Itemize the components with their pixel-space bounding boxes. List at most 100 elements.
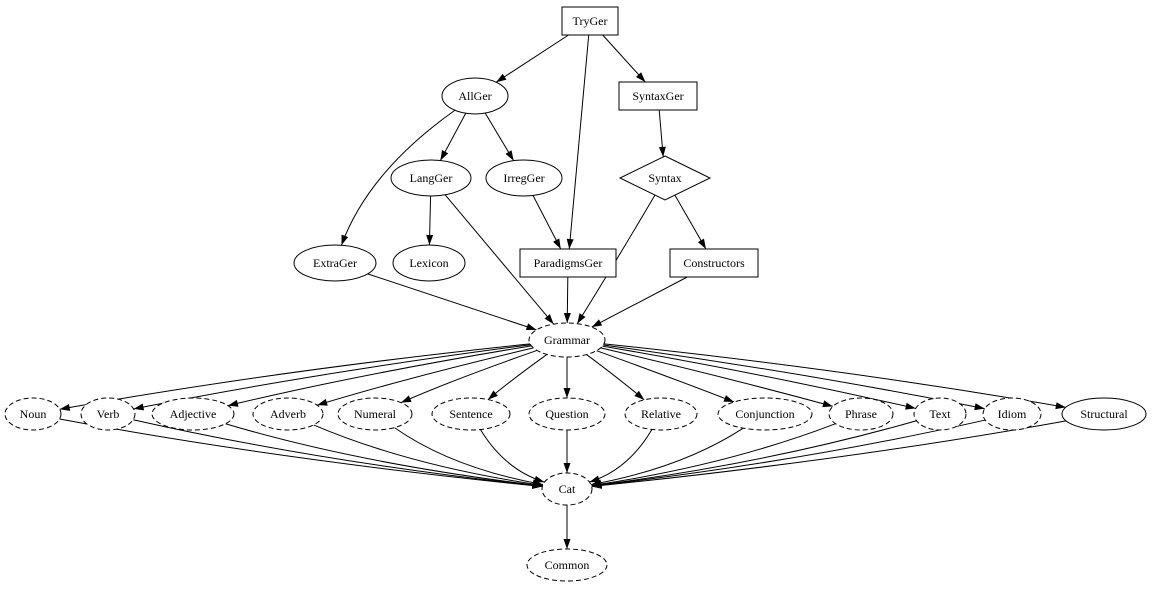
node-Constructors: Constructors xyxy=(669,248,759,278)
edge-Syntax-to-Constructors xyxy=(674,194,707,250)
edge-Relative-to-Cat xyxy=(589,429,653,483)
Noun-label: Noun xyxy=(20,407,47,421)
node-Syntax: Syntax xyxy=(618,155,712,201)
LangGer-label: LangGer xyxy=(410,171,453,185)
node-IrregGer: IrregGer xyxy=(485,159,563,197)
node-Idiom: Idiom xyxy=(982,397,1042,431)
node-LangGer: LangGer xyxy=(390,159,472,197)
node-Verb: Verb xyxy=(80,397,136,431)
Lexicon-shape xyxy=(392,244,466,282)
arrowhead-icon xyxy=(426,234,434,246)
node-Phrase: Phrase xyxy=(828,397,894,431)
node-Noun: Noun xyxy=(4,397,62,431)
ExtraGer-label: ExtraGer xyxy=(313,256,357,270)
Idiom-label: Idiom xyxy=(998,407,1027,421)
arrowhead-icon xyxy=(577,313,586,324)
edge-TryGer-to-SyntaxGer xyxy=(602,34,646,83)
edge-LangGer-to-Grammar xyxy=(444,194,555,325)
Cat-label: Cat xyxy=(559,482,576,496)
edge-Adverb-to-Cat xyxy=(313,424,543,486)
Phrase-shape xyxy=(828,397,894,431)
edge-AllGer-to-ExtraGer xyxy=(340,109,456,246)
Idiom-shape xyxy=(982,397,1042,431)
node-TryGer: TryGer xyxy=(561,6,619,36)
edge-ExtraGer-to-Grammar xyxy=(367,273,537,331)
ParadigmsGer-shape xyxy=(519,248,617,278)
Common-shape xyxy=(526,548,608,582)
Verb-shape xyxy=(80,397,136,431)
node-ParadigmsGer: ParadigmsGer xyxy=(519,248,617,278)
Adverb-shape xyxy=(252,397,324,431)
Numeral-label: Numeral xyxy=(354,407,397,421)
arrowhead-icon xyxy=(697,238,706,249)
edge-Noun-to-Cat xyxy=(59,418,543,488)
Conjunction-label: Conjunction xyxy=(735,407,794,421)
TryGer-shape xyxy=(561,6,619,36)
edge-Phrase-to-Cat xyxy=(591,423,836,486)
Structural-shape xyxy=(1061,397,1147,431)
arrowhead-icon xyxy=(401,395,412,403)
edge-TryGer-to-AllGer xyxy=(495,34,569,83)
arrowhead-icon xyxy=(544,314,554,325)
Lexicon-label: Lexicon xyxy=(409,256,448,270)
arrowhead-icon xyxy=(822,400,833,408)
LangGer-shape xyxy=(390,159,472,197)
Adverb-label: Adverb xyxy=(270,407,306,421)
node-Question: Question xyxy=(528,397,606,431)
Question-label: Question xyxy=(545,407,588,421)
Adjective-shape xyxy=(151,397,235,431)
Constructors-shape xyxy=(669,248,759,278)
arrowhead-icon xyxy=(658,146,666,157)
arrowhead-icon xyxy=(496,73,507,83)
arrowhead-icon xyxy=(591,319,603,328)
arrowhead-icon xyxy=(1055,402,1066,410)
arrowhead-icon xyxy=(133,403,145,411)
Verb-label: Verb xyxy=(97,407,120,421)
Adjective-label: Adjective xyxy=(170,407,217,421)
node-Adjective: Adjective xyxy=(151,397,235,431)
arrowhead-icon xyxy=(525,323,537,331)
ParadigmsGer-label: ParadigmsGer xyxy=(534,256,603,270)
Syntax-shape xyxy=(618,155,712,201)
Numeral-shape xyxy=(337,397,413,431)
node-Common: Common xyxy=(526,548,608,582)
edge-IrregGer-to-ParadigmsGer xyxy=(532,195,562,250)
arrowhead-icon xyxy=(563,312,571,324)
edge-Conjunction-to-Cat xyxy=(590,427,744,486)
arrowhead-icon xyxy=(723,395,735,402)
node-Sentence: Sentence xyxy=(431,397,511,431)
arrowhead-icon xyxy=(488,390,498,400)
arrowhead-icon xyxy=(553,238,561,249)
Syntax-label: Syntax xyxy=(648,171,681,185)
Noun-shape xyxy=(4,397,62,431)
arrowhead-icon xyxy=(591,481,602,489)
Cat-shape xyxy=(541,472,593,506)
edge-Verb-to-Cat xyxy=(133,419,543,487)
SyntaxGer-label: SyntaxGer xyxy=(632,89,683,103)
edge-Text-to-Cat xyxy=(591,420,917,487)
arrowhead-icon xyxy=(563,388,571,398)
Grammar-label: Grammar xyxy=(544,333,590,347)
edge-Grammar-to-Noun xyxy=(59,343,531,410)
Text-shape xyxy=(913,397,967,431)
Structural-label: Structural xyxy=(1080,407,1128,421)
edge-Grammar-to-Adjective xyxy=(227,345,532,407)
Grammar-shape xyxy=(528,322,606,358)
node-Numeral: Numeral xyxy=(337,397,413,431)
Conjunction-shape xyxy=(717,397,813,431)
edge-Grammar-to-Structural xyxy=(603,343,1066,408)
node-Lexicon: Lexicon xyxy=(392,244,466,282)
Question-shape xyxy=(528,397,606,431)
AllGer-shape xyxy=(441,77,509,115)
edge-Numeral-to-Cat xyxy=(394,427,544,486)
Sentence-shape xyxy=(431,397,511,431)
edge-Grammar-to-Sentence xyxy=(487,354,548,400)
edge-Grammar-to-Phrase xyxy=(600,347,834,407)
TryGer-label: TryGer xyxy=(573,14,608,28)
node-Conjunction: Conjunction xyxy=(717,397,813,431)
node-Cat: Cat xyxy=(541,472,593,506)
edge-TryGer-to-ParadigmsGer xyxy=(568,34,590,250)
Text-label: Text xyxy=(929,407,951,421)
arrowhead-icon xyxy=(566,238,574,249)
